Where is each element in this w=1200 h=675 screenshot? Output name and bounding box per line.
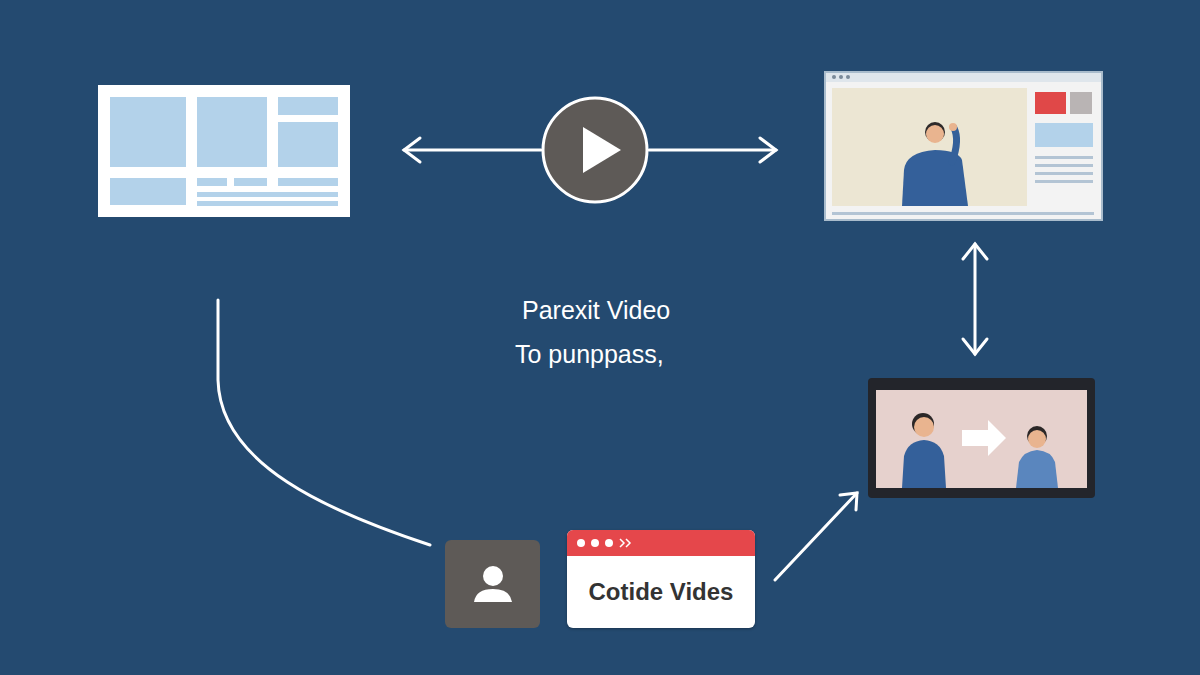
window-box: Cotide Vides [567,530,755,628]
browser-window [825,72,1102,220]
user-icon [445,540,540,628]
play-button [543,98,647,202]
window-header [567,530,755,556]
wireframe-panel [98,85,350,217]
double-arrow [963,244,987,354]
curved-line [218,300,430,545]
caption-text: Parexit Video [522,296,670,325]
window-title: Cotide Vides [567,578,755,606]
video-frame [868,378,1095,498]
arrow [775,493,857,580]
window-dots [567,530,647,556]
caption-text: To punppass, [515,340,664,369]
